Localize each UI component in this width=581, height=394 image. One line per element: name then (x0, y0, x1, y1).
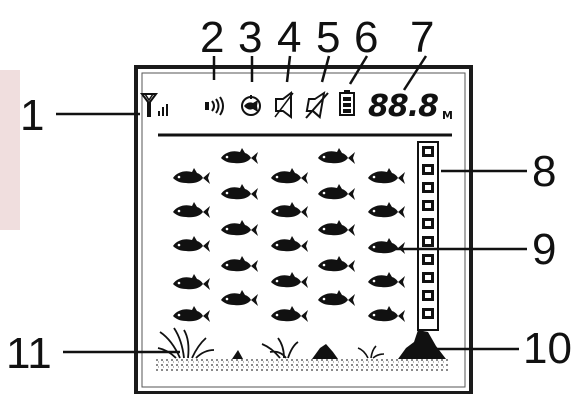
callout-6: 6 (354, 13, 378, 62)
callout-5: 5 (316, 13, 340, 62)
depth-value: 88.8 (368, 89, 438, 124)
callout-3: 3 (238, 13, 262, 62)
callout-7: 7 (410, 13, 434, 62)
background-edge (0, 70, 20, 230)
seabed (155, 357, 450, 373)
callout-11: 11 (6, 329, 52, 378)
depth-unit: M (442, 109, 453, 122)
callout-1: 1 (20, 91, 44, 140)
callout-8: 8 (532, 147, 556, 196)
callout-10: 10 (523, 324, 572, 373)
callout-2: 2 (200, 13, 224, 62)
callout-9: 9 (532, 225, 556, 274)
callout-4: 4 (277, 13, 301, 62)
